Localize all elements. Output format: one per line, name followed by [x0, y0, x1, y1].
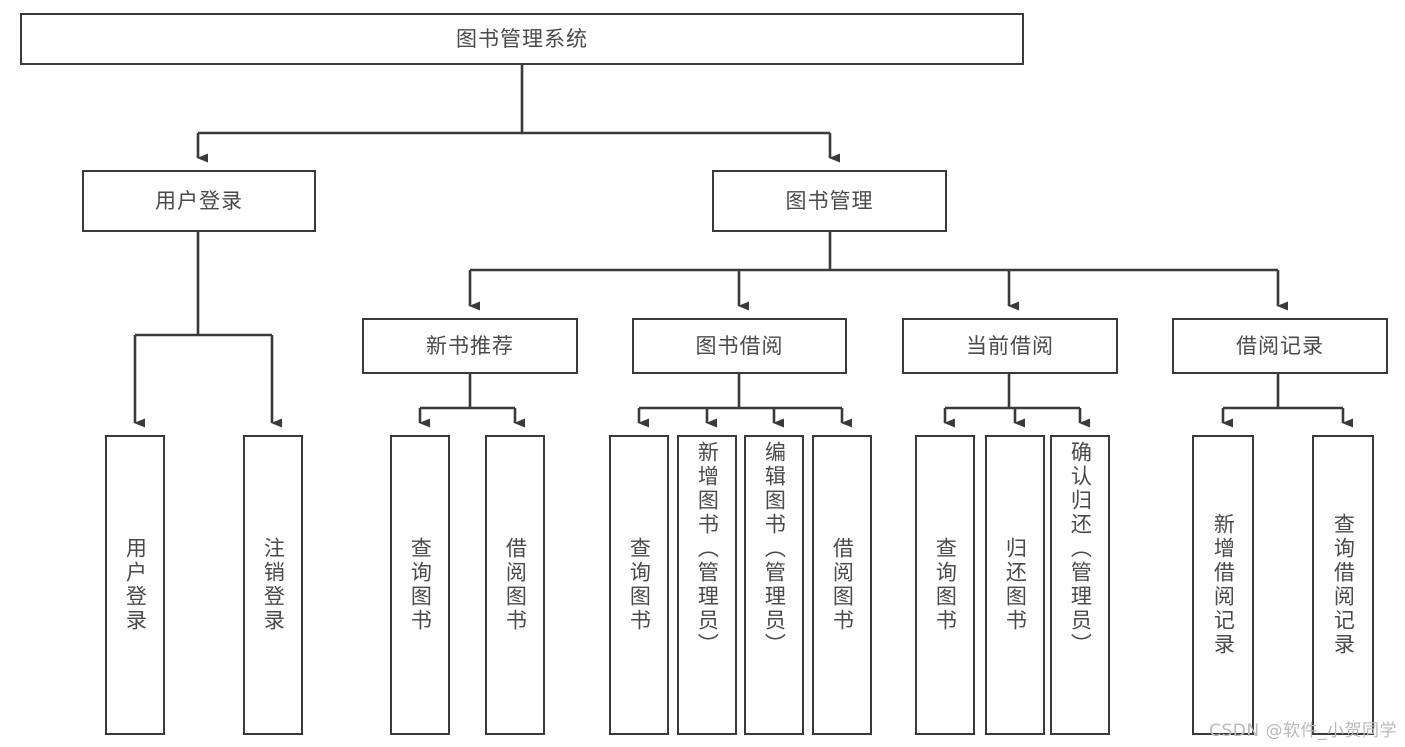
node-borrow-record[interactable]: 借阅记录: [1172, 318, 1388, 374]
watermark: CSDN @软件_小贺同学: [1209, 721, 1397, 741]
leaf-query-book-borrow[interactable]: 查询图书: [609, 435, 669, 735]
leaf-add-borrow-record[interactable]: 新增借阅记录: [1192, 435, 1254, 735]
node-book-management[interactable]: 图书管理: [712, 170, 947, 232]
node-label: 查询图书: [408, 537, 433, 633]
leaf-edit-book-admin[interactable]: 编辑图书（管理员）: [744, 435, 804, 735]
leaf-borrow-book-recommend[interactable]: 借阅图书: [485, 435, 545, 735]
node-label: 图书管理系统: [456, 26, 588, 51]
node-new-book-recommend[interactable]: 新书推荐: [362, 318, 578, 374]
node-root-book-management-system[interactable]: 图书管理系统: [20, 13, 1024, 65]
leaf-add-book-admin[interactable]: 新增图书（管理员）: [677, 435, 737, 735]
leaf-query-book-recommend[interactable]: 查询图书: [390, 435, 450, 735]
leaf-borrow-book[interactable]: 借阅图书: [812, 435, 872, 735]
node-label: 编辑图书（管理员）: [762, 441, 787, 657]
node-label: 查询图书: [933, 537, 958, 633]
node-current-borrow[interactable]: 当前借阅: [902, 318, 1118, 374]
node-label: 新增图书（管理员）: [695, 441, 720, 657]
leaf-confirm-return-admin[interactable]: 确认归还（管理员）: [1050, 435, 1110, 735]
leaf-query-borrow-record[interactable]: 查询借阅记录: [1312, 435, 1374, 735]
leaf-return-book[interactable]: 归还图书: [985, 435, 1045, 735]
leaf-user-logout[interactable]: 注销登录: [243, 435, 303, 735]
node-label: 查询借阅记录: [1331, 513, 1356, 657]
node-label: 注销登录: [261, 537, 286, 633]
leaf-query-book-current[interactable]: 查询图书: [915, 435, 975, 735]
node-label: 借阅图书: [830, 537, 855, 633]
node-label: 借阅记录: [1236, 333, 1324, 358]
node-label: 当前借阅: [966, 333, 1054, 358]
node-label: 用户登录: [123, 537, 148, 633]
node-label: 借阅图书: [503, 537, 528, 633]
node-label: 归还图书: [1003, 537, 1028, 633]
node-user-login[interactable]: 用户登录: [82, 170, 316, 232]
node-label: 新书推荐: [426, 333, 514, 358]
node-label: 新增借阅记录: [1211, 513, 1236, 657]
node-label: 确认归还（管理员）: [1068, 441, 1093, 657]
node-book-borrow[interactable]: 图书借阅: [632, 318, 847, 374]
node-label: 查询图书: [627, 537, 652, 633]
leaf-user-login[interactable]: 用户登录: [105, 435, 165, 735]
node-label: 用户登录: [155, 188, 243, 213]
node-label: 图书借阅: [695, 333, 784, 358]
node-label: 图书管理: [785, 188, 874, 213]
